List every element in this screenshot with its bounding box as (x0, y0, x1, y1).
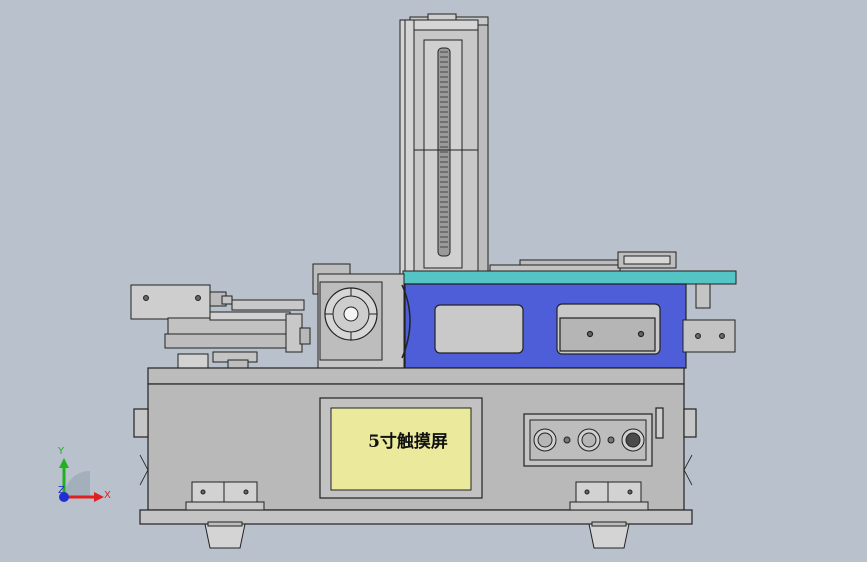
foot-left (204, 521, 246, 549)
touch-screen: 5寸触摸屏 (319, 397, 483, 499)
x-axis-label: X (104, 490, 111, 501)
rack-teeth (440, 51, 448, 248)
right-bracket (682, 319, 736, 353)
blue-plate (404, 283, 687, 369)
foot-right (588, 521, 630, 549)
hinge-left (185, 481, 265, 511)
vertical-column (399, 13, 489, 275)
y-axis-label: Y (57, 446, 65, 457)
left-mechanism (130, 284, 311, 369)
top-cyan-plate (402, 251, 737, 309)
axis-triad: Y X Z (57, 446, 111, 502)
screen-label: 5寸触摸屏 (368, 431, 448, 452)
hinge-right (569, 481, 649, 511)
connector-panel (523, 413, 653, 467)
z-axis-label: Z (58, 485, 65, 496)
rotary-block (312, 263, 411, 369)
